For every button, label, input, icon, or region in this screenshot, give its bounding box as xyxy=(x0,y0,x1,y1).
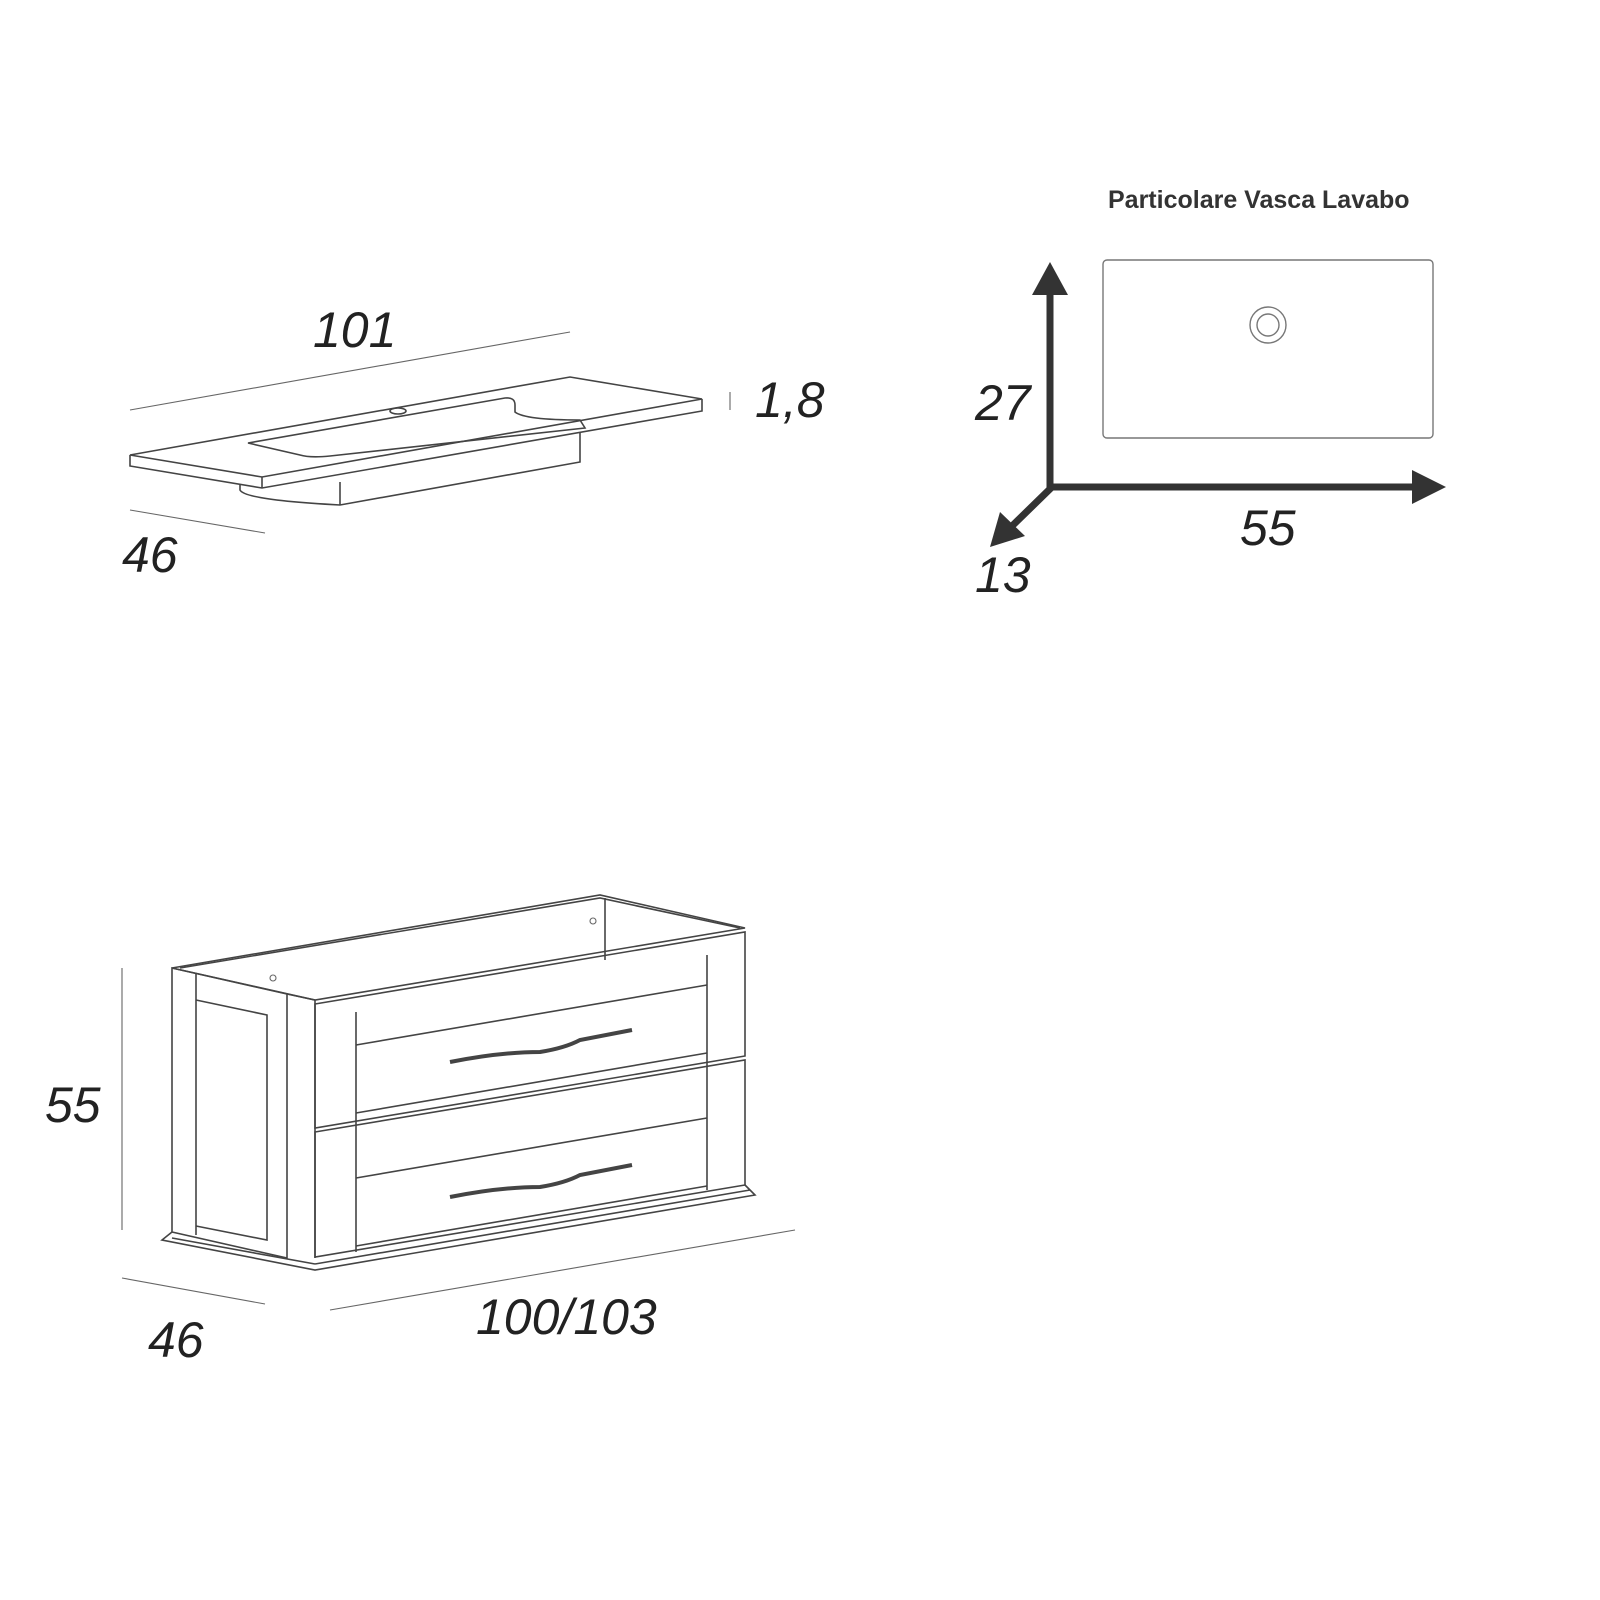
cabinet-depth-label: 46 xyxy=(148,1312,204,1368)
washbasin-top-drawing xyxy=(129,331,731,534)
width-dimension-line xyxy=(129,331,571,411)
depth-axis xyxy=(1007,484,1055,531)
top-thickness-label: 1,8 xyxy=(755,372,825,428)
basin-width-label: 55 xyxy=(1240,500,1296,556)
depth-dimension-line xyxy=(129,509,266,534)
drawer-handle-upper xyxy=(449,1028,633,1064)
cabinet-drawing xyxy=(121,894,796,1311)
top-depth-label: 46 xyxy=(122,527,178,583)
basin-height-label: 27 xyxy=(975,375,1031,431)
tap-hole xyxy=(389,407,407,415)
drain-outer xyxy=(1249,306,1287,344)
top-width-label: 101 xyxy=(313,302,397,358)
basin-depth-label: 13 xyxy=(975,547,1031,603)
drain-inner xyxy=(1256,313,1280,337)
basin-detail-title: Particolare Vasca Lavabo xyxy=(1108,186,1410,214)
arrow-up-icon xyxy=(1032,262,1068,295)
basin-outline xyxy=(1102,259,1434,439)
cabinet-height-label: 55 xyxy=(45,1077,101,1133)
drawer-upper xyxy=(314,931,746,1129)
countertop-surface xyxy=(129,376,703,478)
arrow-right-icon xyxy=(1412,470,1446,504)
basin-detail-drawing xyxy=(990,259,1446,547)
arrow-down-left-icon xyxy=(990,512,1025,547)
cabinet-width-label: 100/103 xyxy=(476,1289,657,1345)
drawer-handle-lower xyxy=(449,1163,633,1199)
basin-recess xyxy=(247,397,587,458)
width-dimension-line xyxy=(329,1229,796,1311)
depth-dimension-line xyxy=(121,1277,266,1305)
